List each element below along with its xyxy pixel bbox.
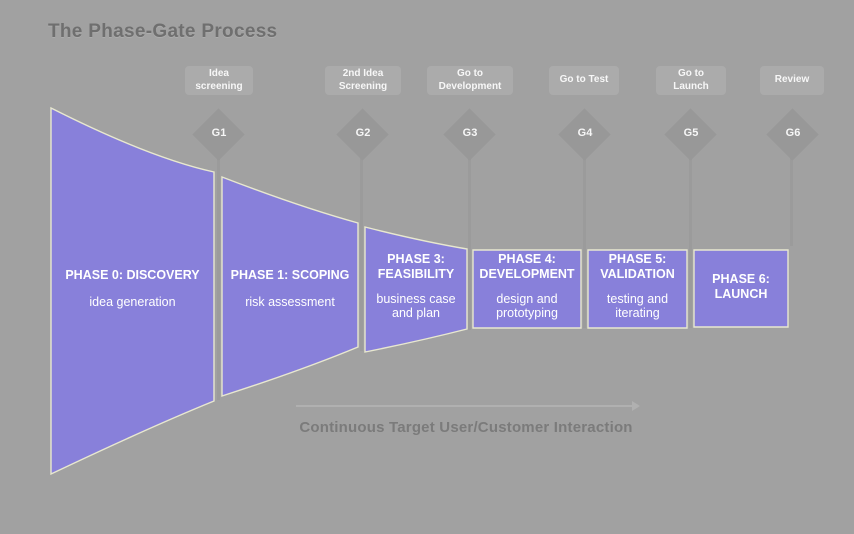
phase-5-subtitle: testing and iterating (606, 292, 669, 321)
phase-0-title: PHASE 0: DISCOVERY (65, 268, 200, 282)
phase-shape-4 (472, 249, 582, 329)
phase-0-subtitle: idea generation (89, 295, 176, 309)
gate-label-g6: G6 (785, 127, 801, 139)
interaction-arrow-line (296, 405, 632, 407)
gate-stem-g1 (217, 156, 220, 400)
phase-shape-5 (587, 249, 688, 329)
phase-1-label: PHASE 1: SCOPING risk assessment (222, 268, 358, 309)
gate-stem-g4 (583, 156, 586, 328)
phase-6-label: PHASE 6: LAUNCH (694, 272, 788, 302)
phase-3-label: PHASE 3: FEASIBILITY business case and p… (365, 252, 467, 321)
gate-label-g5: G5 (683, 127, 699, 139)
gate-badge-g6: Review (760, 66, 824, 95)
phase-4-title: PHASE 4: DEVELOPMENT (479, 252, 575, 281)
phase-5-label: PHASE 5: VALIDATION testing and iteratin… (588, 252, 687, 321)
phase-5-title: PHASE 5: VALIDATION (600, 252, 675, 281)
gate-stem-g2 (360, 156, 363, 351)
gate-label-g4: G4 (577, 127, 593, 139)
gate-stem-g5 (689, 156, 692, 328)
gate-badge-g1: Idea screening (185, 66, 253, 95)
interaction-caption: Continuous Target User/Customer Interact… (299, 419, 633, 436)
gate-label-g3: G3 (462, 127, 478, 139)
phase-6-title: PHASE 6: LAUNCH (712, 272, 770, 301)
phase-0-label: PHASE 0: DISCOVERY idea generation (51, 268, 214, 309)
gate-badge-g2: 2nd Idea Screening (325, 66, 401, 95)
gate-label-g2: G2 (355, 127, 371, 139)
gate-stem-g6 (790, 156, 793, 246)
phase-shape-3 (364, 226, 468, 353)
phase-1-subtitle: risk assessment (245, 295, 335, 309)
phase-shape-0 (50, 106, 215, 476)
phase-3-subtitle: business case and plan (376, 292, 456, 321)
gate-badge-g5: Go to Launch (656, 66, 726, 95)
phase-4-subtitle: design and prototyping (496, 292, 558, 321)
gate-badge-g4: Go to Test (549, 66, 619, 95)
phase-shape-6 (693, 249, 789, 328)
phase-shape-1 (221, 175, 359, 397)
phase-4-label: PHASE 4: DEVELOPMENT design and prototyp… (473, 252, 581, 321)
gate-badge-g3: Go to Development (427, 66, 513, 95)
gate-label-g1: G1 (211, 127, 227, 139)
gate-stem-g3 (468, 156, 471, 330)
phase-1-title: PHASE 1: SCOPING (230, 268, 350, 282)
phase-3-title: PHASE 3: FEASIBILITY (377, 252, 455, 281)
page-title: The Phase-Gate Process (48, 21, 278, 42)
arrowhead-icon (632, 401, 640, 411)
